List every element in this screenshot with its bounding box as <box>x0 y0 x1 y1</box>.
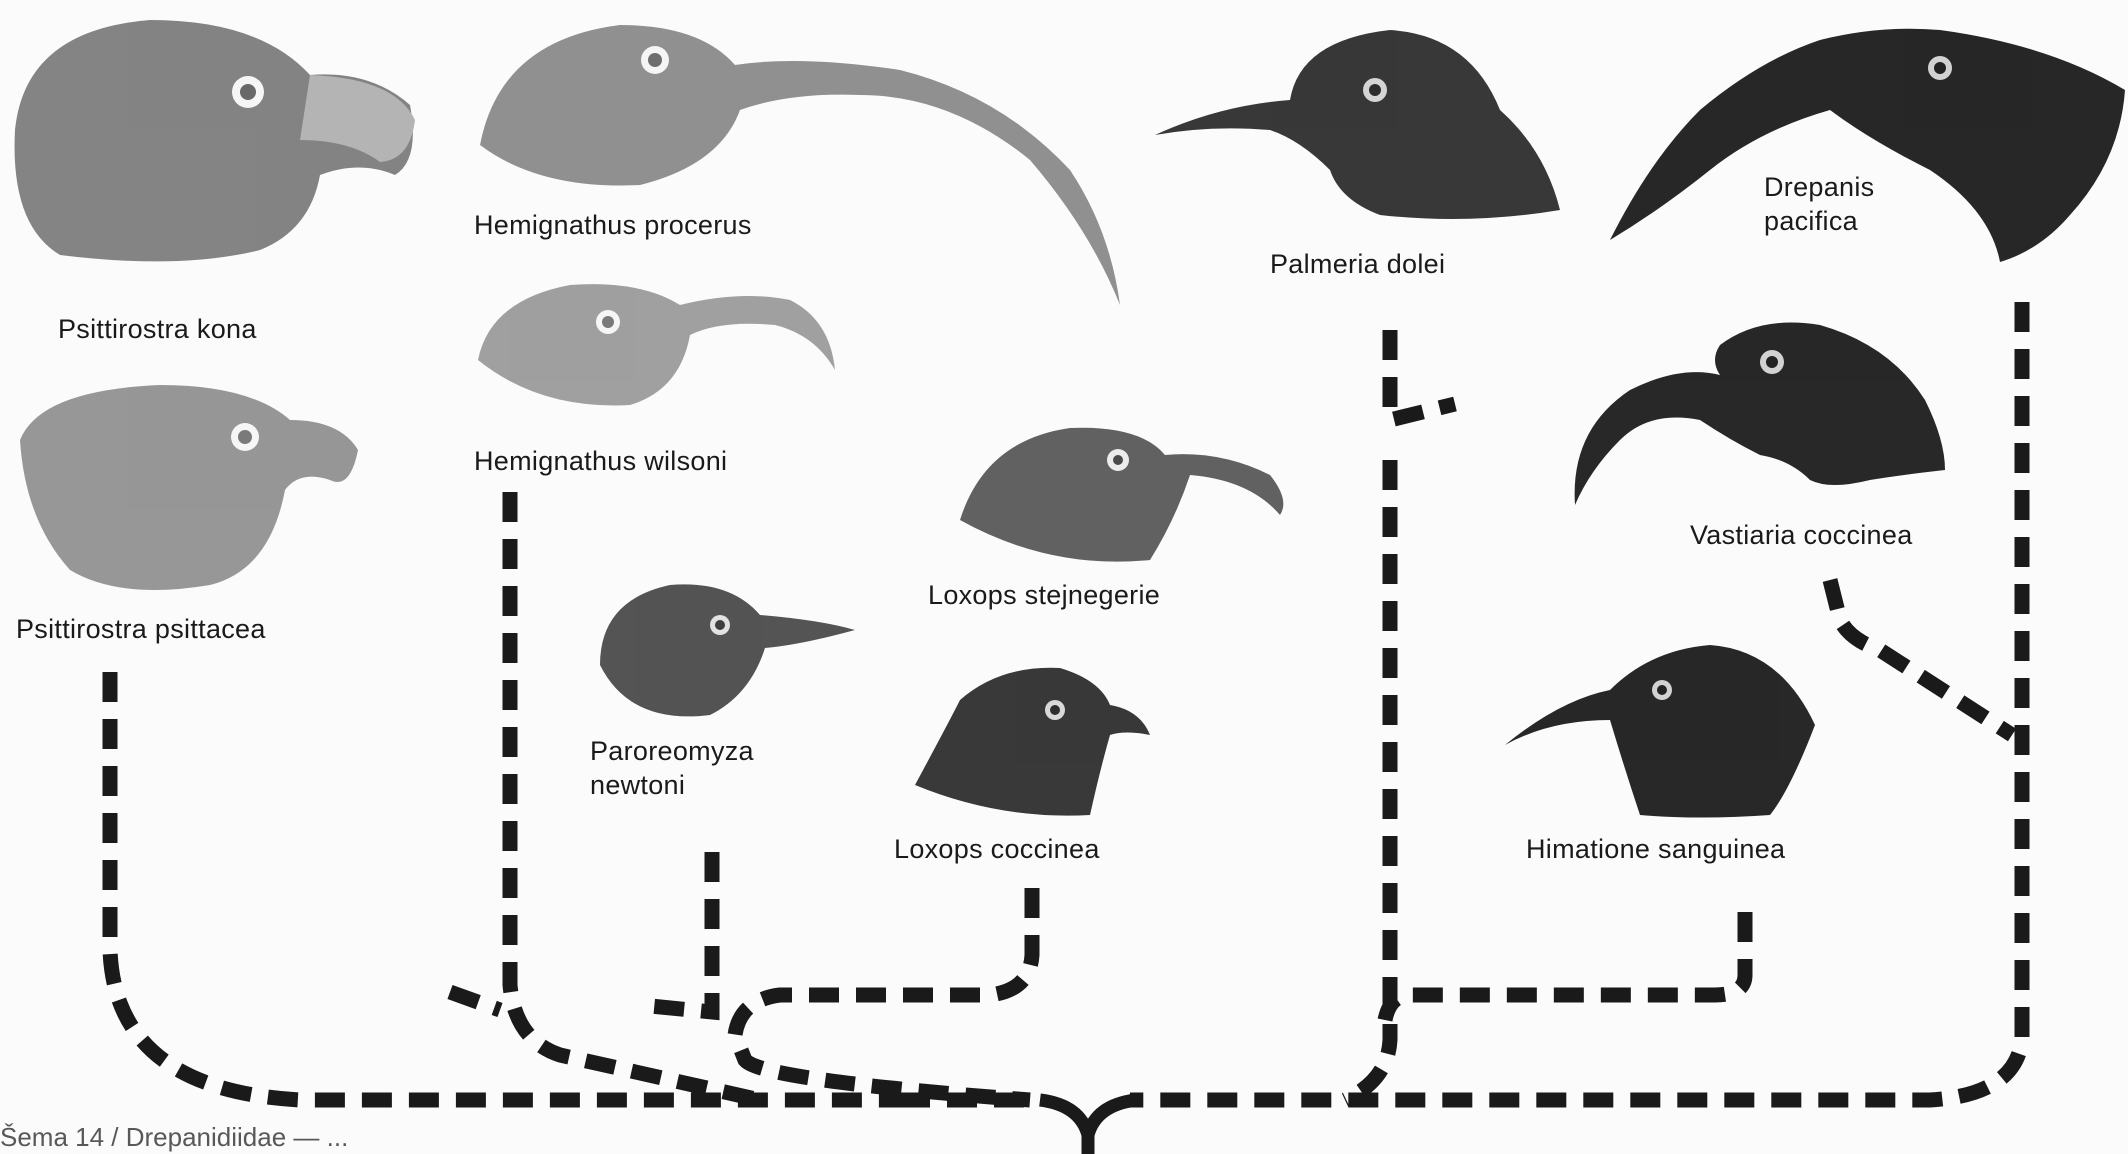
bird-head-paroreomyza-newtoni <box>600 584 855 716</box>
bird-head-psittirostra-psittacea <box>20 385 358 590</box>
label-paroreomyza-newtoni: Paroreomyza newtoni <box>590 734 754 802</box>
branch-vastiaria <box>1830 580 2012 735</box>
label-paroreomyza-line1: Paroreomyza <box>590 734 754 768</box>
bird-head-hemignathus-wilsoni <box>478 284 835 405</box>
label-vastiaria-coccinea: Vastiaria coccinea <box>1690 518 1913 552</box>
label-paroreomyza-line2: newtoni <box>590 768 754 802</box>
label-drepanis-pacifica: Drepanis pacifica <box>1764 170 1874 238</box>
branch-loxops <box>735 888 1032 1100</box>
bird-head-hemignathus-procerus <box>480 25 1120 305</box>
label-palmeria-dolei: Palmeria dolei <box>1270 247 1445 281</box>
label-drepanis-line1: Drepanis <box>1764 170 1874 204</box>
bird-head-psittirostra-kona <box>15 20 415 261</box>
label-hemignathus-procerus: Hemignathus procerus <box>474 208 752 242</box>
bird-head-vastiaria-coccinea <box>1575 323 1945 506</box>
branch-himatione <box>1385 912 1745 1020</box>
branch-hemignathus-stub <box>450 992 500 1010</box>
root-bracket <box>1040 1100 1136 1154</box>
label-himatione-sanguinea: Himatione sanguinea <box>1526 832 1785 866</box>
label-drepanis-line2: pacifica <box>1764 204 1874 238</box>
label-psittirostra-psittacea: Psittirostra psittacea <box>16 612 266 646</box>
label-psittirostra-kona: Psittirostra kona <box>58 312 257 346</box>
branch-palmeria <box>1390 330 1455 420</box>
figure-caption: Šema 14 / Drepanidiidae — ... <box>0 1122 348 1153</box>
bird-head-himatione-sanguinea <box>1505 645 1815 818</box>
label-hemignathus-wilsoni: Hemignathus wilsoni <box>474 444 727 478</box>
label-loxops-stejnegerie: Loxops stejnegerie <box>928 578 1160 612</box>
bird-head-palmeria-dolei <box>1155 30 1560 219</box>
label-loxops-coccinea: Loxops coccinea <box>894 832 1100 866</box>
bird-head-loxops-coccinea <box>915 668 1150 816</box>
branch-paroreomyza <box>640 852 712 1012</box>
bird-head-loxops-stejnegerie <box>960 428 1283 562</box>
